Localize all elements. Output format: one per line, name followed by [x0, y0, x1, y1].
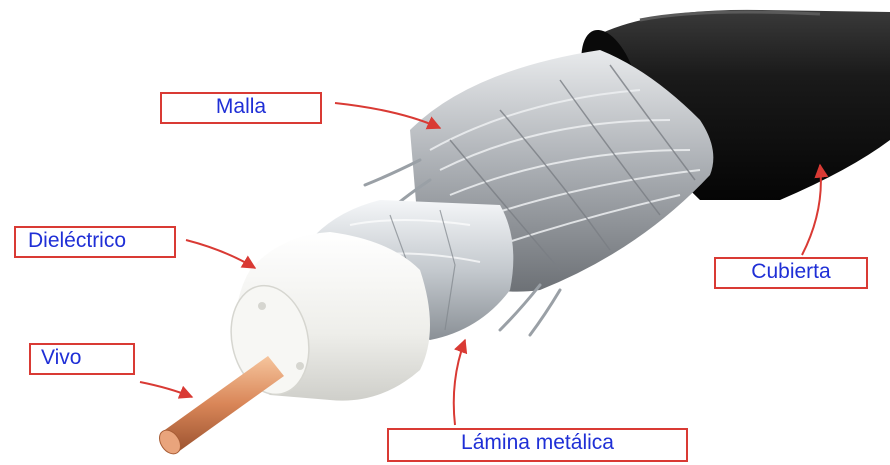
- conductor-shape: [155, 356, 284, 458]
- lamina-arrow: [454, 340, 465, 425]
- vivo-arrow: [140, 382, 192, 397]
- label-dielectrico: Dieléctrico: [14, 226, 176, 258]
- label-malla: Malla: [160, 92, 322, 124]
- label-cubierta: Cubierta: [714, 257, 868, 289]
- label-vivo: Vivo: [29, 343, 135, 375]
- label-lamina-metalica: Lámina metálica: [387, 428, 688, 462]
- dielectrico-arrow: [186, 240, 255, 268]
